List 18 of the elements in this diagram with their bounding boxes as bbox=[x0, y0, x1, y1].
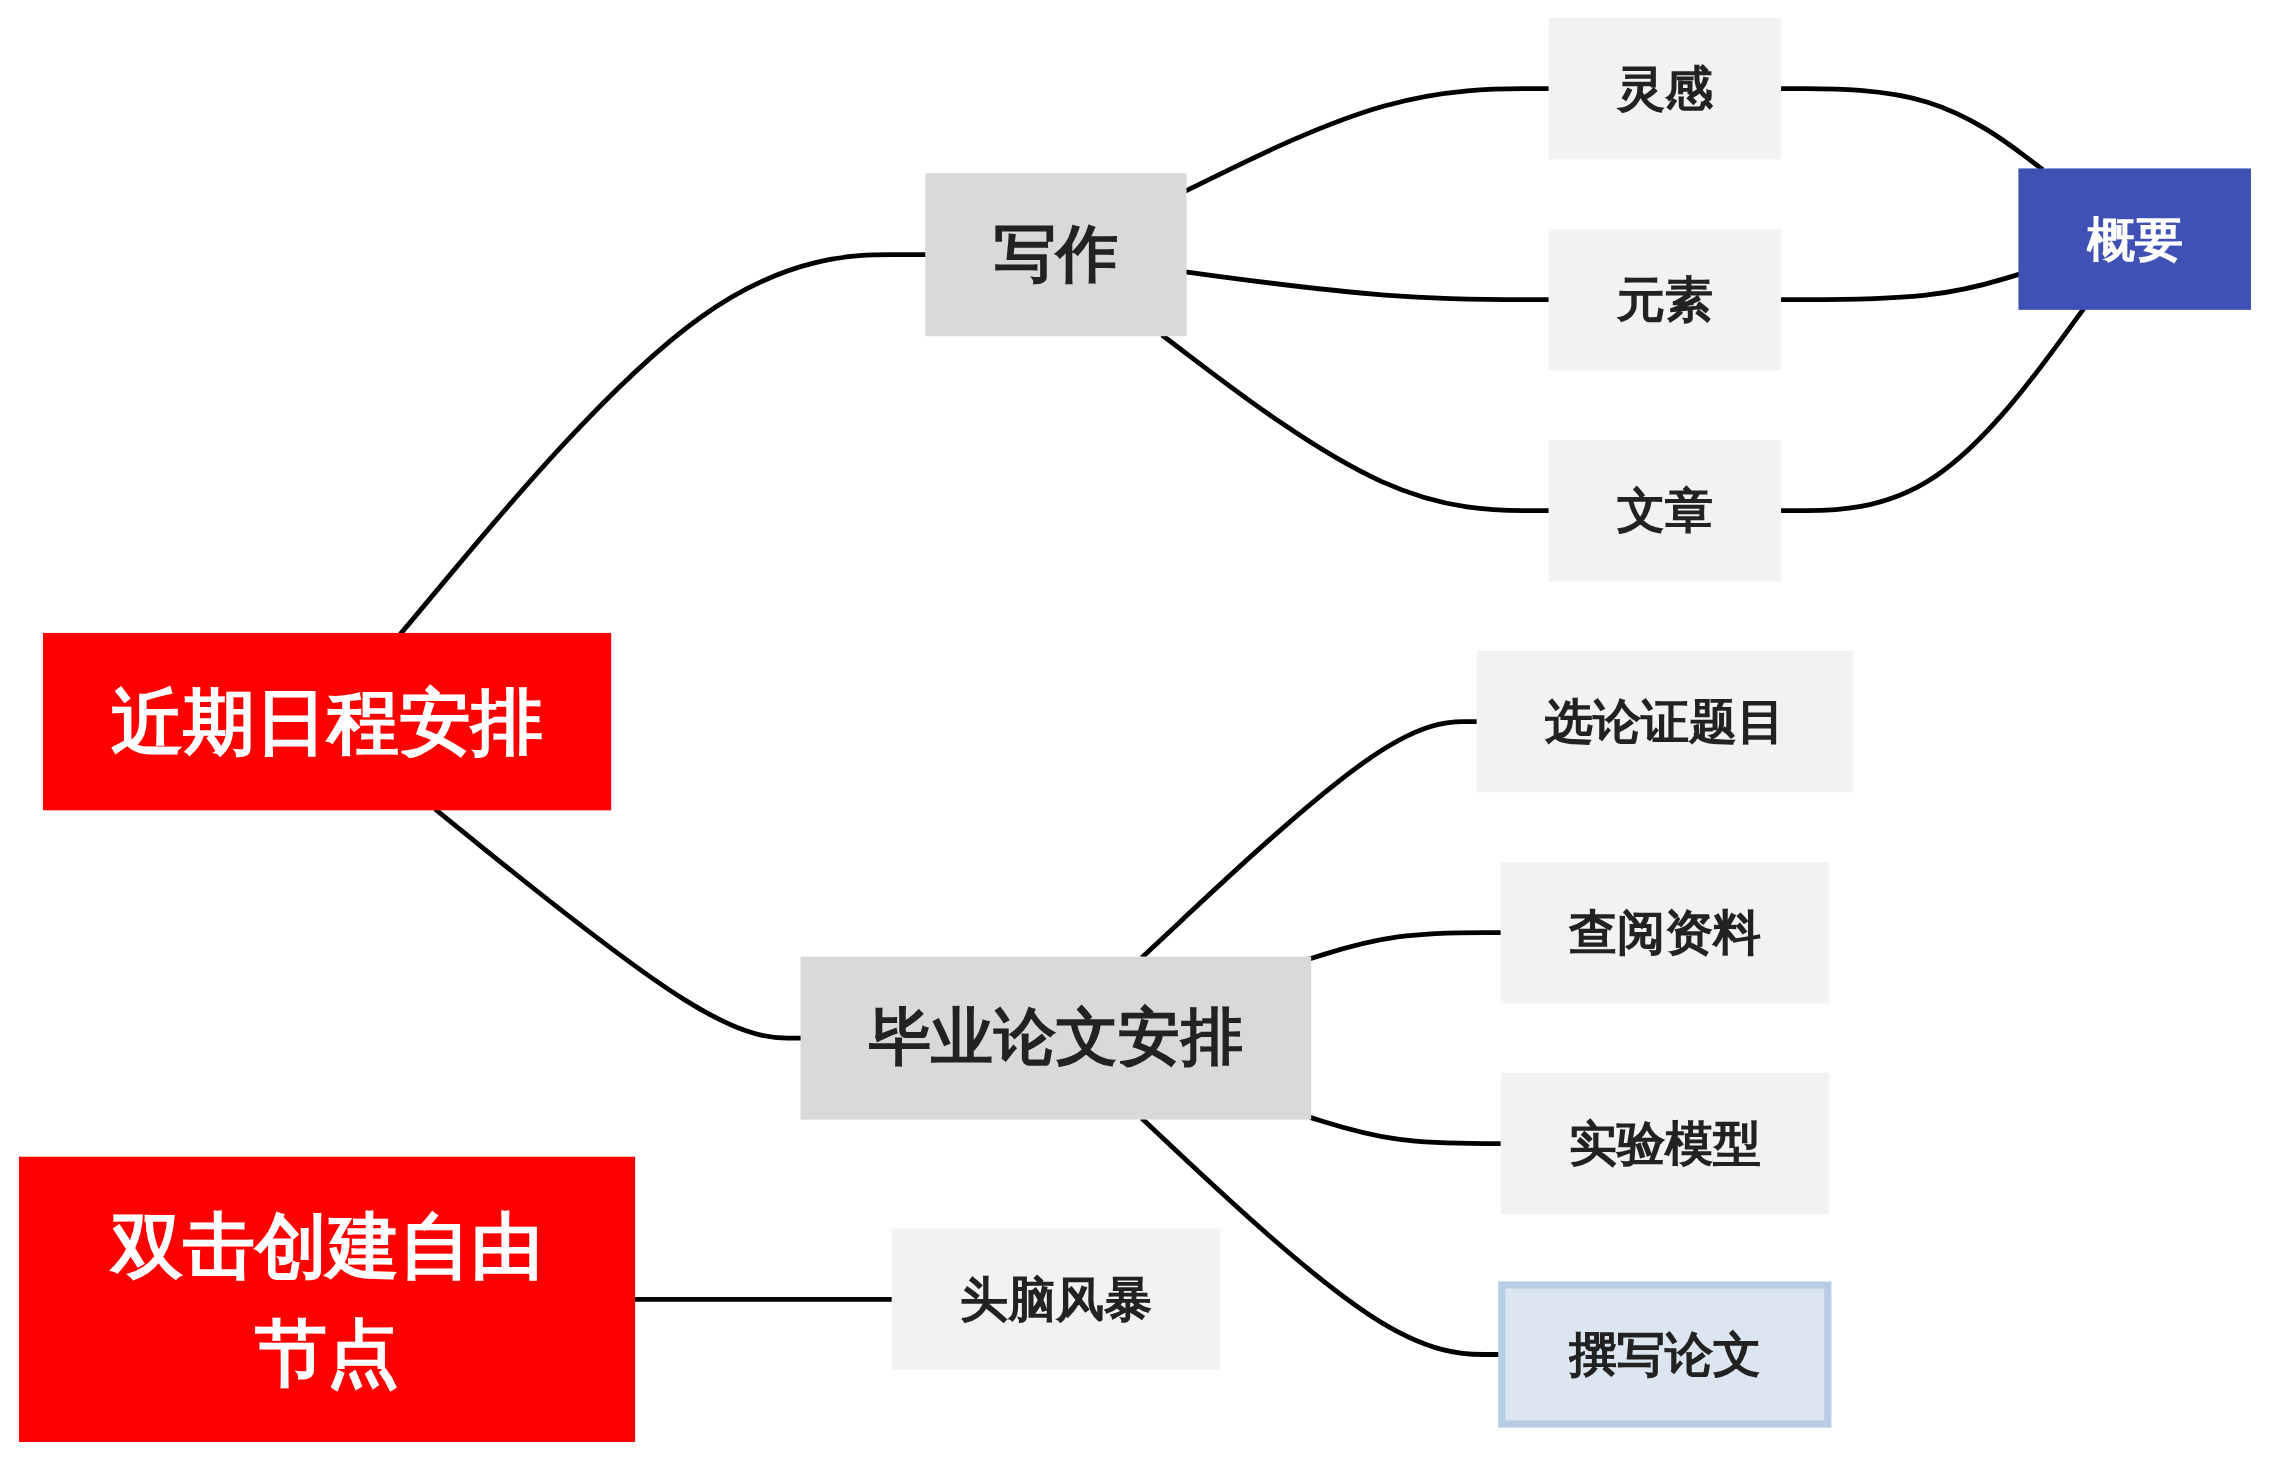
node-box: 毕业论文安排 bbox=[800, 956, 1312, 1120]
node-box: 查阅资料 bbox=[1500, 861, 1830, 1004]
connector bbox=[1140, 1116, 1502, 1357]
node-box: 元素 bbox=[1548, 228, 1782, 371]
connector bbox=[1309, 930, 1502, 962]
node-box: 灵感 bbox=[1548, 18, 1782, 160]
connector bbox=[1309, 1115, 1502, 1146]
node-box: 近期日程安排 bbox=[43, 632, 612, 811]
node-box: 选论证题目 bbox=[1476, 650, 1853, 793]
connector bbox=[633, 1297, 893, 1302]
node-box: 概要 bbox=[2018, 168, 2251, 310]
node-box: 双击创建自由节点 bbox=[19, 1156, 636, 1442]
node-box: 撰写论文 bbox=[1498, 1281, 1832, 1428]
node-box: 文章 bbox=[1548, 439, 1782, 582]
node-box: 写作 bbox=[925, 173, 1187, 337]
node-box: 实验模型 bbox=[1500, 1072, 1830, 1215]
node-box: 头脑风暴 bbox=[891, 1228, 1221, 1371]
connector bbox=[1185, 269, 1550, 303]
